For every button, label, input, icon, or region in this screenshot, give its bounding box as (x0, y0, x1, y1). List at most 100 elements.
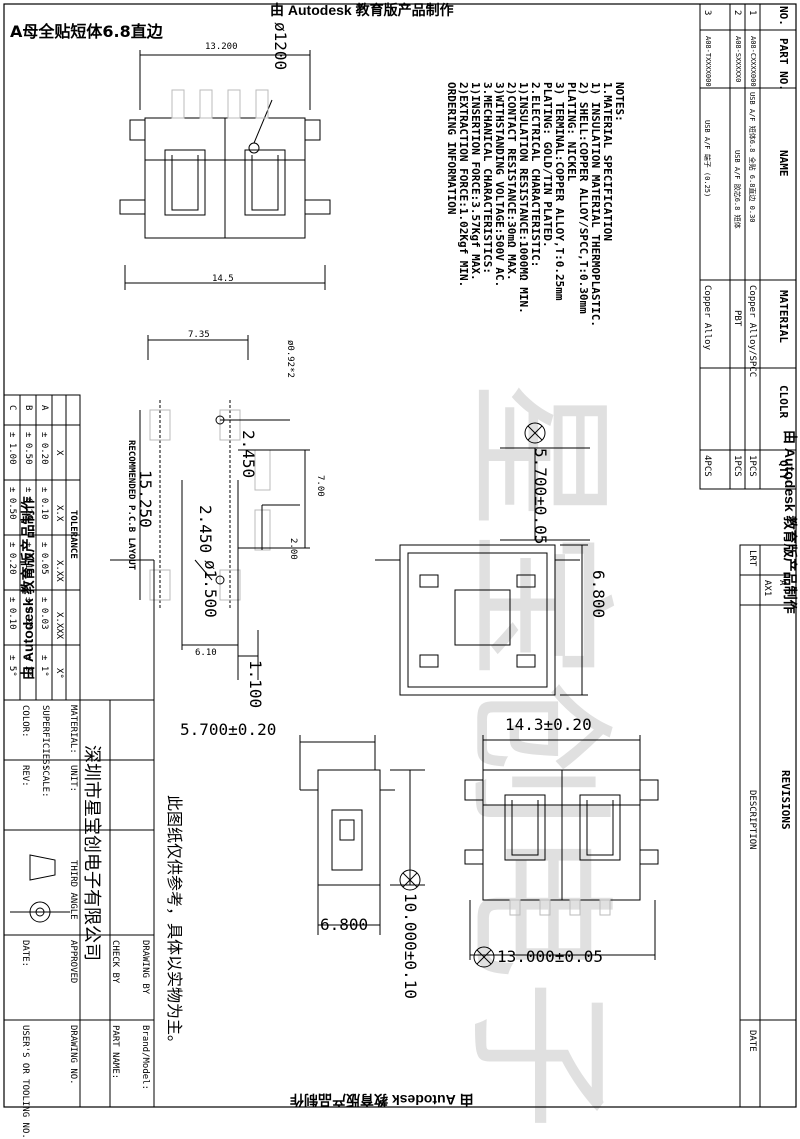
notes-line: 3) TERMINAL:COPPER ALLOY,T:0.25mm (553, 82, 566, 301)
notes-line: 3.MECHANICAL CHARACTERISTICS: (481, 82, 494, 275)
dim-top-hole: ø1200 (271, 22, 290, 71)
tol-row-c-label: C (7, 405, 17, 411)
revisions-title: REVISIONS (779, 770, 792, 830)
tb-color: COLOR: (20, 705, 30, 738)
dim-top-overall: 14.5 (212, 274, 234, 284)
dim-side-6800: 6.800 (589, 570, 608, 619)
bom-row1-name: USB A/F 短体6.8 全贴 6.8直边 0.30 (748, 92, 756, 223)
tb-material: MATERIAL: (68, 705, 78, 754)
dim-side-5700: 5.700±0.05 (531, 448, 550, 545)
tb-scale: SCALE: (40, 765, 50, 798)
dim-pcb-2450-a: 2.450 (239, 430, 258, 479)
dim-pcb-hole: ø0.92*2 (285, 340, 295, 378)
tol-row-a-5: ± 1° (39, 655, 49, 677)
dim-front-10000: 10.000±0.10 (401, 893, 420, 999)
bom-row3-name: USB A/F 端子 (0.25) (703, 120, 711, 198)
dim-pcb-610: 6.10 (195, 648, 217, 658)
tol-header-x: X (54, 450, 64, 456)
tol-row-b-5: ± 2° (23, 655, 33, 677)
tol-row-c-5: ± 5° (7, 655, 17, 677)
bom-row1-partno: A08-CXXXX000 (749, 36, 757, 87)
rev-header-lrt: LRT (747, 550, 757, 567)
tol-row-c-3: ± 0.20 (7, 542, 17, 575)
tol-row-c-4: ± 0.10 (7, 597, 17, 630)
company-name: 深圳市星宝创电子有限公司 (81, 745, 102, 961)
notes-line: 2)EXTRACTION FORCE:1.02Kgf MIN. (457, 82, 470, 288)
notes-line: ORDERING INFORMATION (445, 82, 458, 215)
notes-line: 3)WITHSTANDING VOLTAGE:500V AC. (493, 82, 506, 288)
rev-header-desc: DESCRIPTION (747, 790, 757, 850)
tb-rev: REV: (20, 765, 30, 787)
dim-pcb-735: 7.35 (188, 330, 210, 340)
bom-header-name: NAME (777, 150, 790, 177)
tb-drawing-by: DRAWING BY (140, 940, 150, 995)
drawing-canvas (3, 3, 797, 1108)
bom-row2-material: PBT (732, 310, 742, 327)
watermark-top: 由 Autodesk 教育版产品制作 (270, 2, 454, 18)
dim-front-143: 14.3±0.20 (505, 715, 592, 734)
tol-row-a-2: ± 0.10 (39, 487, 49, 520)
tb-approved: APPROVED (68, 940, 78, 984)
dim-pcb-1500: ø1.500 (201, 560, 220, 618)
dim-pcb-15250: 15.250 (136, 470, 155, 528)
bom-row1-material: Copper Alloy/SPCC (747, 285, 757, 378)
tol-row-a-4: ± 0.03 (39, 597, 49, 630)
tb-check-by: CHECK BY (110, 940, 120, 984)
dim-top-width: 13.200 (205, 42, 238, 52)
tb-angle: THIRD ANGLE (68, 860, 78, 920)
bom-header-material: MATERIAL (777, 290, 790, 343)
bom-row3-material: Copper Alloy (702, 285, 712, 351)
tb-superficies: SUPERFICIES: (40, 705, 50, 771)
tol-row-c-1: ± 1.00 (7, 432, 17, 465)
dim-pcb-1100: 1.100 (246, 660, 265, 709)
notes-line: 2)CONTACT RESISTANCE:30mΩ MAX. (505, 82, 518, 281)
tb-date: DATE: (20, 940, 30, 968)
dim-pcb-700: 7.00 (315, 475, 325, 497)
disclaimer: 此图纸仅供参考，具体以实物为主。 (165, 795, 184, 1052)
tolerance-title: TOLERANCE (68, 510, 78, 559)
notes-line: NOTES: (613, 82, 626, 122)
tol-row-a-label: A (39, 405, 49, 411)
notes-line: 2) SHELL:COPPER ALLOY/SPCC,T:0.30mm (577, 82, 590, 314)
bom-header-partno: PART NO. (777, 38, 790, 91)
bom-row3-qty: 4PCS (702, 455, 712, 477)
tol-row-a-3: ± 0.05 (39, 542, 49, 575)
rev-row1-lrt: AX1 (762, 580, 772, 597)
tol-row-b-4: ± 0.05 (23, 597, 33, 630)
tb-part-name: PART NAME: (110, 1025, 120, 1080)
notes-line: 1.MATERIAL SPECIFICATION (601, 82, 614, 241)
bom-header-color: CLOLR (777, 385, 790, 419)
dim-pcb-2450-b: 2.450 (196, 505, 215, 554)
rev-row2-lrt: A (777, 580, 787, 586)
notes-line: 1)INSERTION FORCE:3.57Kgf MAX. (469, 82, 482, 281)
tol-header-deg: X° (54, 668, 64, 679)
bom-row2-partno: A08-SXXXXX0 (734, 36, 742, 83)
bom-row1-qty: 1PCS (747, 455, 757, 477)
tol-row-b-2: ± 0.20 (23, 487, 33, 520)
tol-header-xxx: X.XX (54, 560, 64, 582)
bom-row2-no: 2 (732, 10, 742, 16)
rev-header-date: DATE (747, 1030, 757, 1052)
notes-line: PLATING: NICKEL (565, 82, 578, 182)
notes-line: 2.ELECTRICAL CHARACTERISTIC: (529, 82, 542, 268)
bom-header-no: NO. (777, 6, 790, 26)
pcb-layout-label: RECOMMENDED P.C.B LAYOUT (126, 440, 136, 571)
notes-line: 1) INSULATION MATERIAL THERMOPLASTIC. (589, 82, 602, 328)
dim-front-13000: 13.000±0.05 (497, 947, 603, 966)
dim-front-6800: 6.800 (320, 915, 369, 934)
tb-drawing-no: DRAWING NO. (68, 1025, 78, 1085)
notes-block: NOTES: 1.MATERIAL SPECIFICATION 1) INSUL… (445, 82, 626, 328)
dim-pcb-200: 2.00 (288, 538, 298, 560)
tb-brand: Brand/Model: (140, 1025, 150, 1091)
tol-row-c-2: ± 0.50 (7, 487, 17, 520)
notes-line: 1)INSULATION RESISTANCE:1000MΩ MIN. (517, 82, 530, 314)
bom-header-qty: QTY (777, 460, 790, 480)
tol-header-xx: X.X (54, 505, 64, 522)
bom-row2-qty: 1PCS (732, 455, 742, 477)
tb-tooling: USER'S OR TOOLING NO. (20, 1025, 30, 1139)
notes-line: PLATING: GOLD/TIN PLATED. (541, 82, 554, 248)
tol-row-b-3: ± 0.10 (23, 542, 33, 575)
tol-row-b-label: B (23, 405, 33, 411)
drawing-title: A母全贴短体6.8直边 (10, 22, 163, 41)
tol-row-b-1: ± 0.50 (23, 432, 33, 465)
